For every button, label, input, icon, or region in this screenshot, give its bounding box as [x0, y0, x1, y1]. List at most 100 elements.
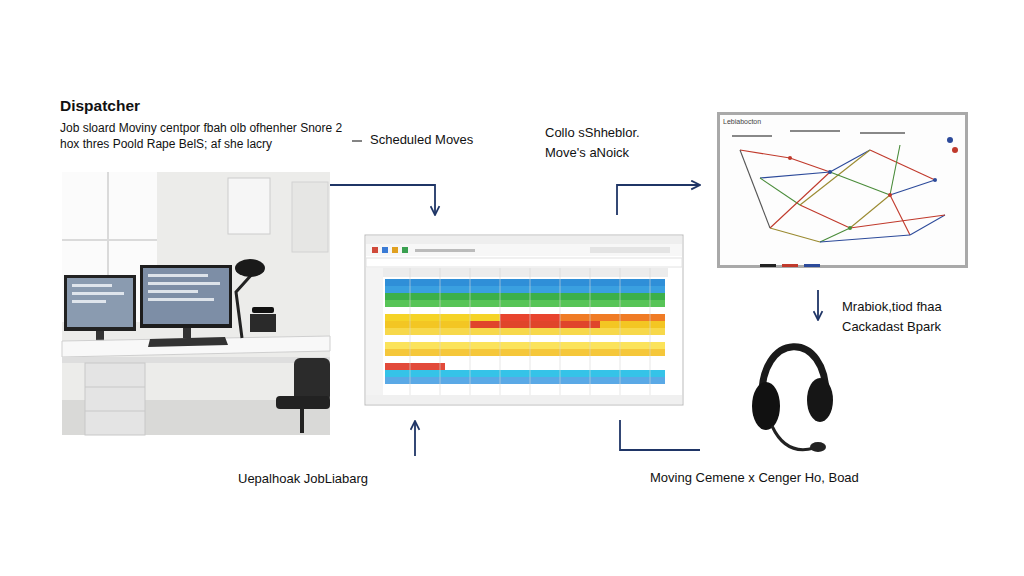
drawer-line [85, 387, 145, 388]
node-heading: Dispatcher [60, 97, 280, 115]
network-line [760, 178, 800, 205]
network-line [800, 205, 850, 228]
search-box [590, 247, 670, 253]
toolbar-icon [372, 247, 378, 253]
toolbar [366, 244, 682, 256]
sheet-row [385, 328, 665, 335]
desk-phone [250, 314, 276, 332]
sheet-cell [470, 321, 600, 328]
formula-bar [366, 258, 682, 267]
network-line [870, 150, 935, 180]
title-bar [366, 236, 682, 244]
ear-cup [752, 382, 780, 430]
window-frame [62, 239, 157, 241]
toolbar-line [415, 249, 475, 252]
magnet [952, 147, 958, 153]
chair-back [294, 358, 330, 402]
marker-pen [782, 264, 798, 267]
board-scribble [860, 132, 905, 134]
sheet-row [385, 342, 665, 349]
monitor-screen [143, 268, 229, 324]
toolbar-icon [382, 247, 388, 253]
screen-line [148, 274, 208, 277]
sheet-row [385, 293, 665, 300]
sheet-row [385, 370, 665, 377]
ear-cup [807, 378, 833, 422]
flow-arrow [620, 420, 700, 450]
sheet-row [385, 314, 665, 321]
screen-line [148, 290, 198, 293]
network-dot [848, 226, 852, 230]
grid-line [470, 268, 471, 395]
board-heading: Lebiabocton [723, 117, 823, 126]
desk-edge [62, 357, 330, 363]
node-description: Job sloard Moviny centpor fbah olb ofhen… [60, 120, 345, 152]
screen-line [148, 282, 220, 285]
network-line [740, 150, 770, 228]
monitor [64, 275, 136, 331]
headset: Mrabiok,tiod fhaa Cackadast BparkMoving … [748, 333, 830, 455]
toolbar-icon [402, 247, 408, 253]
node-heading: Scheduled Moves [370, 132, 570, 148]
network-line [790, 158, 830, 172]
grid-line [410, 268, 411, 395]
screen-line [148, 298, 214, 301]
spreadsheet-window [365, 235, 683, 405]
node-caption: Mrabiok,tiod fhaa Cackadast Bpark [842, 297, 970, 337]
network-line [910, 215, 945, 235]
microphone [810, 442, 826, 452]
sheet-row [385, 286, 665, 293]
grid-line [620, 268, 621, 395]
drawer-unit [85, 363, 145, 435]
lamp-shade [235, 259, 265, 277]
flow-arrow [330, 185, 435, 215]
screen-line [72, 300, 106, 303]
leader-arrow [414, 421, 416, 456]
scroll-bar [366, 395, 682, 404]
network-line [890, 180, 935, 195]
dash-mark [352, 140, 362, 141]
spreadsheet-screen: Scheduled Moves [365, 235, 683, 405]
flow-arrow [817, 290, 819, 320]
flow-note: Collo sShheblor. Move's aNoick [545, 123, 663, 163]
network-line [770, 172, 830, 228]
network-line [770, 228, 820, 242]
row-numbers [366, 268, 383, 395]
node-caption: Moving Cemene x Cenger Ho, Boad [650, 470, 880, 486]
grid-line [590, 268, 591, 395]
phone-handset [252, 307, 274, 313]
grid-line [500, 268, 501, 395]
mic-boom [772, 426, 814, 450]
network-line [800, 150, 870, 205]
sheet-cell [385, 363, 445, 370]
sheet-row [385, 300, 665, 307]
network-line [850, 215, 945, 228]
sheet-row [385, 321, 665, 328]
screen-line [72, 292, 124, 295]
magnet [947, 137, 953, 143]
network-dot [788, 156, 792, 160]
monitor [140, 265, 232, 328]
sheet-row [385, 377, 665, 384]
network-dot [828, 170, 832, 174]
network-dot [888, 193, 892, 197]
header-row [383, 268, 668, 277]
network-line [740, 150, 790, 158]
grid-line [440, 268, 441, 395]
flow-arrow [617, 185, 700, 215]
board-scribble [790, 130, 840, 132]
monitor-screen [67, 278, 133, 327]
grid-line [530, 268, 531, 395]
grid-line [650, 268, 651, 395]
monitor-stand [96, 331, 104, 341]
whiteboard-surface [720, 115, 965, 265]
desk-photo: DispatcherJob sloard Moviny centpor fbah… [62, 172, 330, 435]
sheet-row [385, 279, 665, 286]
network-dot [933, 178, 937, 182]
network-line [890, 145, 900, 195]
screen-line [72, 284, 112, 287]
wall-board [292, 182, 328, 252]
whiteboard-frame [717, 112, 968, 268]
flow-note: Uepalhoak JobLiabarg [238, 471, 438, 487]
network-line [760, 172, 830, 178]
